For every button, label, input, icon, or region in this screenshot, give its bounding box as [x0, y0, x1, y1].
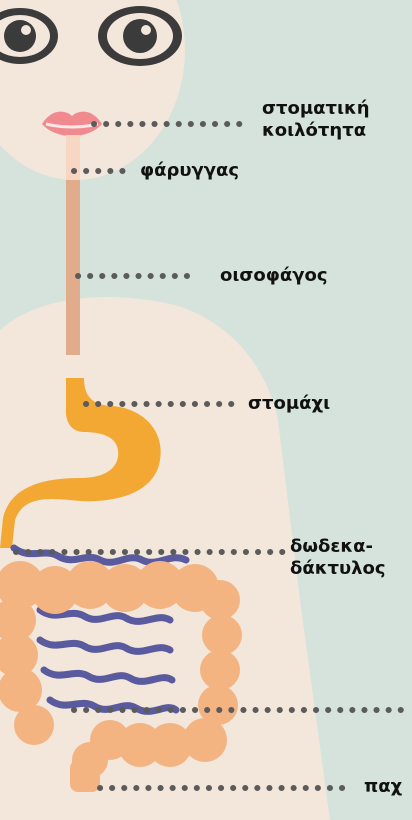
label-mouth: στοματική κοιλότητα	[262, 98, 370, 142]
label-stomach: στομάχι	[248, 393, 330, 415]
label-duodenum-line2: δάκτυλος	[290, 558, 386, 580]
label-pharynx: φάρυγγας	[140, 160, 239, 182]
label-esophagus: οισοφάγος	[220, 265, 328, 287]
label-mouth-line2: κοιλότητα	[262, 120, 370, 142]
right-eye-icon	[98, 6, 182, 66]
label-mouth-line1: στοματική	[262, 98, 370, 120]
label-duodenum: δωδεκα- δάκτυλος	[290, 536, 386, 580]
label-duodenum-line1: δωδεκα-	[290, 536, 386, 558]
label-colon: παχ	[364, 776, 402, 798]
esophagus-tube	[66, 180, 80, 355]
